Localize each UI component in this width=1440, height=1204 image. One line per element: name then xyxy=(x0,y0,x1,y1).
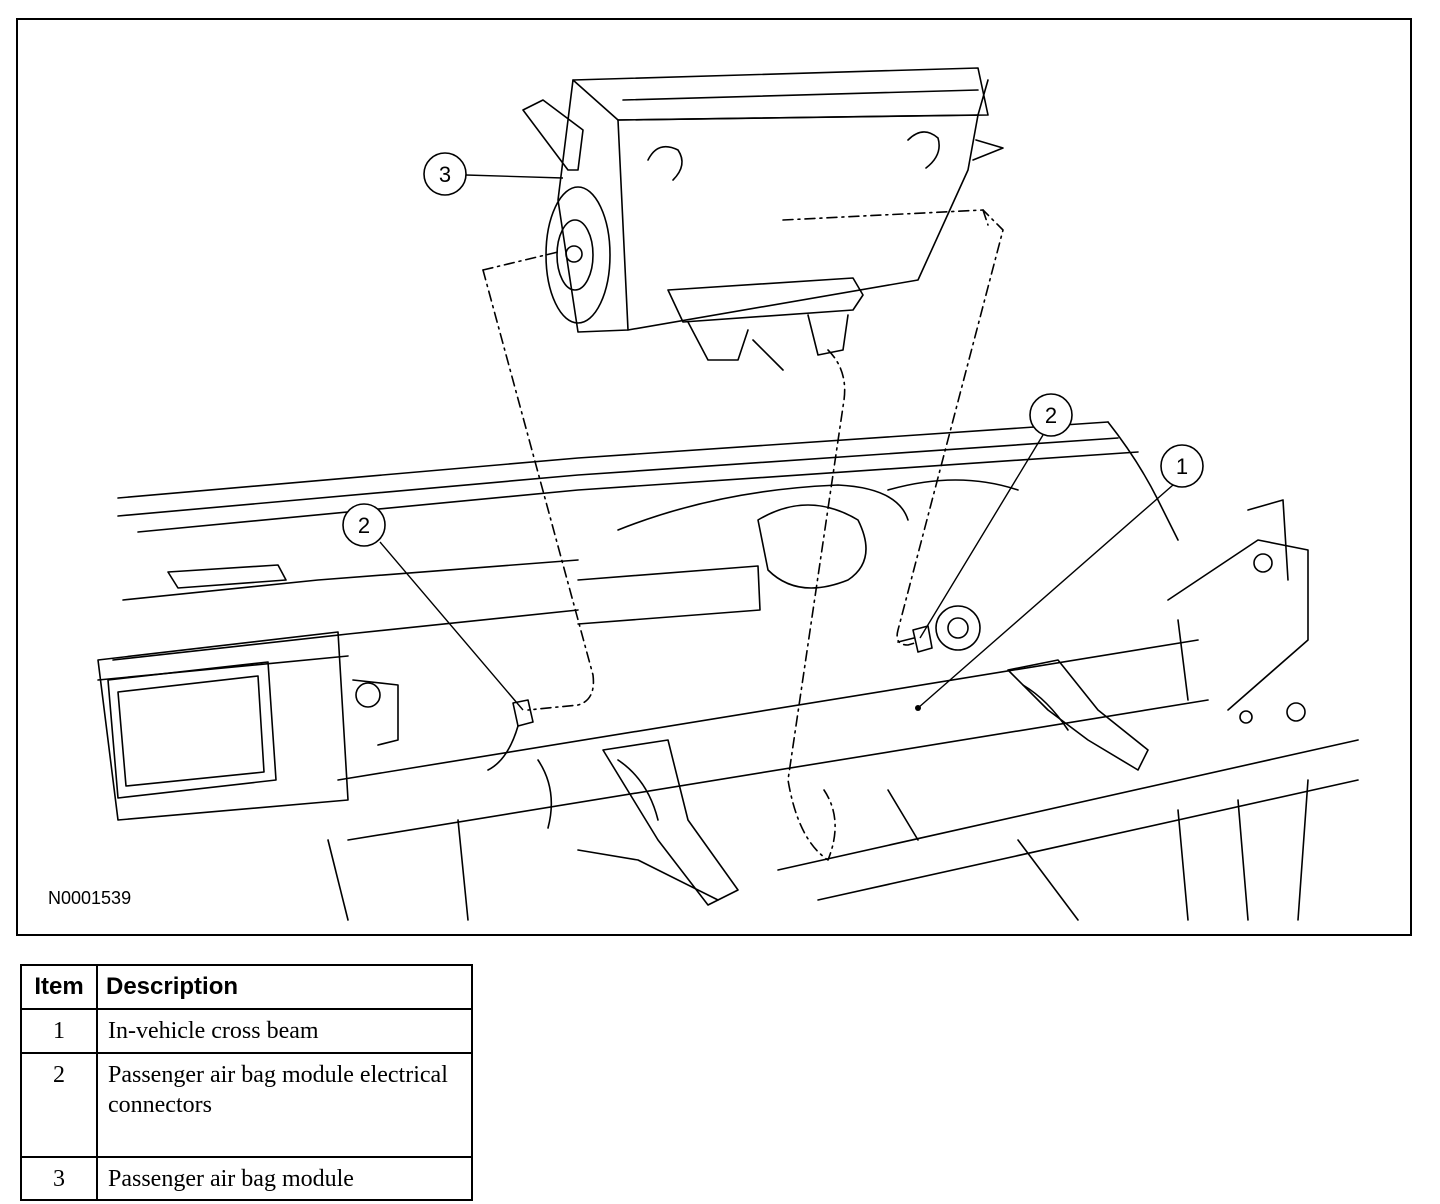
item-description: In-vehicle cross beam xyxy=(96,1008,473,1054)
cross-beam xyxy=(337,499,1309,841)
table-row: 3 Passenger air bag module xyxy=(20,1156,473,1201)
instrument-panel-outline xyxy=(97,421,1179,681)
assembly-guide-lines xyxy=(482,209,1004,861)
item-number: 3 xyxy=(20,1156,98,1201)
air-bag-module xyxy=(522,67,1004,371)
callout-3: 3 xyxy=(423,152,467,196)
figure-id-label: N0001539 xyxy=(48,888,132,908)
item-number: 2 xyxy=(20,1052,98,1158)
callout-3-label: 3 xyxy=(439,162,451,187)
callout-1-leader xyxy=(917,484,1174,709)
item-column-header: Item xyxy=(20,964,98,1010)
callout-2-left-label: 2 xyxy=(358,513,370,538)
electrical-connector-left xyxy=(487,699,534,771)
table-row: 1 In-vehicle cross beam xyxy=(20,1008,473,1054)
callout-1: 1 xyxy=(1160,444,1204,488)
callout-3-leader xyxy=(465,174,564,179)
exploded-view-illustration: 3 2 2 1 xyxy=(97,67,1359,921)
electrical-connector-right xyxy=(897,625,933,653)
description-column-header: Description xyxy=(96,964,473,1010)
illustration-frame: 3 2 2 1 N0001539 xyxy=(16,18,1412,936)
glove-box-panel xyxy=(97,631,349,821)
legend-header-row: Item Description xyxy=(20,964,473,1010)
legend-table: Item Description 1 In-vehicle cross beam… xyxy=(20,964,473,1201)
callout-2-right: 2 xyxy=(1029,393,1073,437)
callout-2-right-leader xyxy=(919,434,1044,639)
item-number: 1 xyxy=(20,1008,98,1054)
callout-1-point xyxy=(915,705,921,711)
callout-1-label: 1 xyxy=(1176,454,1188,479)
item-description: Passenger air bag module xyxy=(96,1156,473,1201)
callout-2-left: 2 xyxy=(342,503,386,547)
callout-2-right-label: 2 xyxy=(1045,403,1057,428)
lower-brackets xyxy=(327,659,1359,921)
item-description: Passenger air bag module electrical conn… xyxy=(96,1052,473,1158)
table-row: 2 Passenger air bag module electrical co… xyxy=(20,1052,473,1158)
callout-2-left-leader xyxy=(379,541,524,711)
